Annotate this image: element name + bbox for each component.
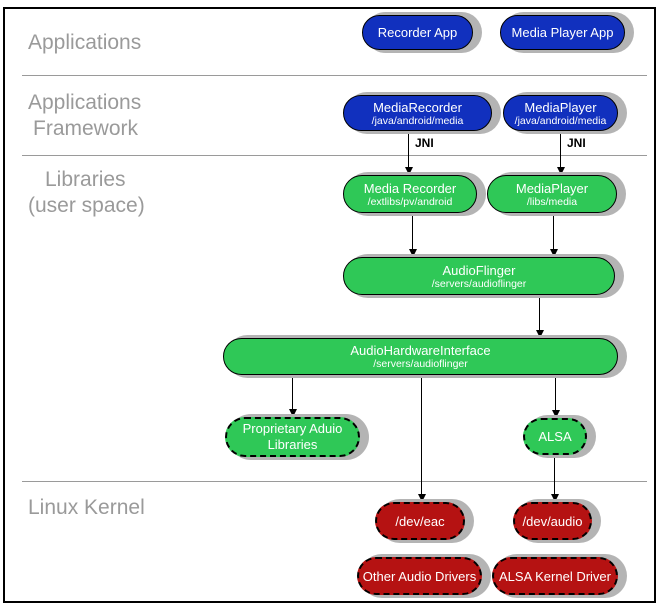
node-mediaplayer-framework: MediaPlayer /java/android/media (503, 95, 618, 131)
node-label: Media Recorder (363, 180, 457, 196)
section-label-kernel: Linux Kernel (28, 496, 145, 519)
node-label: AudioFlinger (442, 262, 516, 278)
node-label: Recorder App (377, 25, 458, 40)
node-label: MediaRecorder (373, 99, 462, 115)
node-label: Media Player App (511, 25, 614, 40)
node-label: MediaPlayer (524, 99, 597, 115)
node-label: Other Audio Drivers (362, 568, 477, 584)
edge-ahi-proprietary (292, 374, 293, 417)
node-label-line2: Libraries (267, 437, 318, 452)
arrowhead-icon (405, 167, 413, 175)
node-media-player-app: Media Player App (500, 15, 625, 50)
node-label: AudioHardwareInterface (350, 343, 491, 358)
node-label: /dev/audio (522, 513, 583, 529)
node-recorder-app: Recorder App (362, 15, 473, 50)
node-label: MediaPlayer (515, 180, 589, 196)
node-label-line1: Proprietary Aduio (242, 421, 343, 436)
arrowhead-icon (536, 330, 544, 338)
arrowhead-icon (551, 494, 559, 502)
arrowhead-icon (289, 409, 297, 417)
node-alsa: ALSA (523, 418, 587, 455)
node-label: ALSA Kernel Driver (499, 568, 611, 584)
node-mediarecorder-framework: MediaRecorder /java/android/media (343, 95, 492, 131)
diagram-border (3, 7, 656, 603)
edge-mediaplayerlib-audioflinger (553, 213, 554, 257)
edge-ahi-alsa (555, 374, 556, 418)
node-alsa-kernel-driver: ALSA Kernel Driver (492, 557, 618, 595)
section-label-framework-line1: Applications (28, 91, 142, 114)
node-proprietary-audio-libraries: Proprietary Aduio Libraries (225, 417, 360, 457)
jni-label-right: JNI (567, 136, 586, 150)
edge-mediarecorderlib-audioflinger (412, 213, 413, 257)
arrowhead-icon (557, 167, 565, 175)
node-sublabel: /libs/media (526, 195, 578, 208)
node-dev-eac: /dev/eac (375, 502, 465, 540)
section-label-libraries-line1: Libraries (45, 168, 126, 191)
arrowhead-icon (418, 494, 426, 502)
node-dev-audio: /dev/audio (513, 502, 592, 540)
node-sublabel: /servers/audioflinger (431, 277, 527, 290)
node-audioflinger: AudioFlinger /servers/audioflinger (343, 257, 615, 295)
section-label-framework-line2: Framework (33, 117, 139, 140)
edge-alsa-devaudio (554, 455, 555, 502)
node-sublabel: /java/android/media (514, 114, 607, 127)
node-audiohardwareinterface: AudioHardwareInterface /servers/audiofli… (223, 338, 618, 375)
arrowhead-icon (409, 249, 417, 257)
edge-mediarecorder-jni (408, 130, 409, 175)
jni-label-left: JNI (415, 136, 434, 150)
node-sublabel: /servers/audioflinger (373, 358, 468, 370)
node-label: ALSA (538, 429, 572, 444)
separator-applications-framework (22, 75, 647, 76)
separator-libraries-kernel (22, 481, 647, 482)
section-label-applications: Applications (28, 31, 142, 54)
node-sublabel: /extlibs/pv/android (367, 195, 453, 208)
separator-framework-libraries (22, 155, 647, 156)
node-mediaplayer-lib: MediaPlayer /libs/media (487, 175, 617, 213)
node-sublabel: /java/android/media (371, 114, 464, 127)
edge-mediaplayer-jni (560, 130, 561, 175)
arrowhead-icon (550, 249, 558, 257)
node-label: /dev/eac (395, 513, 445, 529)
edge-ahi-deveac (421, 374, 422, 502)
arrowhead-icon (552, 410, 560, 418)
node-other-audio-drivers: Other Audio Drivers (357, 557, 482, 595)
edge-audioflinger-ahi (539, 295, 540, 338)
section-label-libraries-line2: (user space) (28, 194, 145, 217)
node-media-recorder-lib: Media Recorder /extlibs/pv/android (343, 175, 477, 213)
